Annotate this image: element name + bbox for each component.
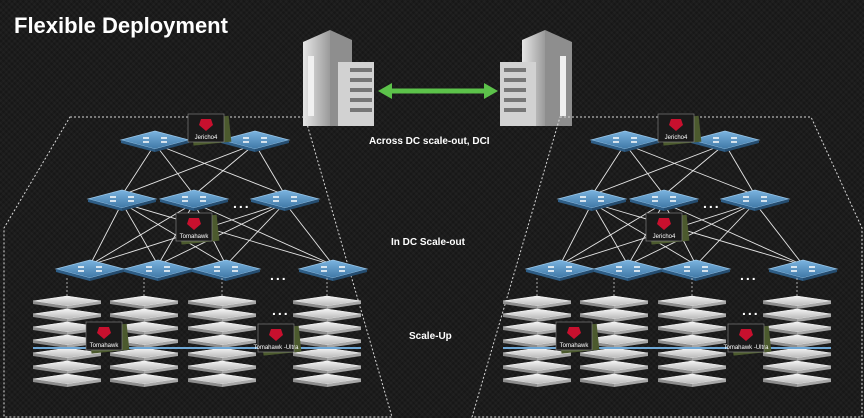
chip-label: Tomahawk -Ultra bbox=[723, 345, 769, 351]
chip-icon: Tomahawk bbox=[555, 321, 600, 354]
switch-icon bbox=[190, 259, 262, 281]
chip-icon: Tomahawk -Ultra bbox=[253, 323, 302, 356]
switch-icon bbox=[589, 130, 661, 152]
double-arrow-icon bbox=[378, 83, 498, 99]
chip-label: Tomahawk bbox=[560, 343, 590, 349]
switch-icon bbox=[122, 259, 194, 281]
chip-icon: Tomahawk -Ultra bbox=[723, 323, 772, 356]
switch-icon bbox=[524, 259, 596, 281]
chip-label: Jericho4 bbox=[653, 234, 676, 240]
server-stack-icon bbox=[762, 295, 832, 387]
datacenter-outline-right bbox=[471, 116, 863, 418]
switch-icon bbox=[719, 189, 791, 211]
server-stack-icon bbox=[657, 295, 727, 387]
ellipsis-label: ... bbox=[703, 195, 721, 211]
chip-label: Jericho4 bbox=[195, 135, 218, 141]
datacenter-outline-left bbox=[3, 116, 393, 418]
ellipsis-label: ... bbox=[742, 302, 760, 318]
ellipsis-label: ... bbox=[740, 267, 758, 283]
switch-icon bbox=[219, 130, 291, 152]
switch-icon bbox=[119, 130, 191, 152]
chip-icon: Jericho4 bbox=[645, 212, 690, 245]
label-in-dc: In DC Scale-out bbox=[391, 237, 466, 248]
switch-icon bbox=[628, 189, 700, 211]
chip-label: Tomahawk -Ultra bbox=[253, 345, 299, 351]
chip-label: Tomahawk bbox=[180, 234, 210, 240]
ellipsis-label: ... bbox=[270, 267, 288, 283]
server-stack-icon bbox=[109, 295, 179, 387]
switch-icon bbox=[689, 130, 761, 152]
ellipsis-label: ... bbox=[233, 195, 251, 211]
server-stack-icon bbox=[292, 295, 362, 387]
link-mesh bbox=[559, 143, 804, 266]
chip-label: Jericho4 bbox=[665, 135, 688, 141]
server-stack-icon bbox=[187, 295, 257, 387]
label-scale-up: Scale-Up bbox=[409, 331, 452, 342]
switch-icon bbox=[249, 189, 321, 211]
server-stack-icon bbox=[32, 295, 102, 387]
building-icon-left bbox=[303, 30, 374, 126]
chip-icon: Jericho4 bbox=[187, 113, 232, 146]
building-icon-right bbox=[500, 30, 572, 126]
switch-icon bbox=[297, 259, 369, 281]
label-across-dc: Across DC scale-out, DCI bbox=[369, 136, 490, 147]
switch-icon bbox=[86, 189, 158, 211]
chip-label: Tomahawk bbox=[90, 343, 120, 349]
ellipsis-label: ... bbox=[272, 302, 290, 318]
chip-icon: Tomahawk bbox=[85, 321, 130, 354]
chip-icon: Tomahawk bbox=[175, 212, 220, 245]
switch-icon bbox=[592, 259, 664, 281]
switch-icon bbox=[767, 259, 839, 281]
page-title: Flexible Deployment bbox=[14, 13, 229, 38]
server-stack-icon bbox=[579, 295, 649, 387]
switch-icon bbox=[54, 259, 126, 281]
switch-icon bbox=[660, 259, 732, 281]
switch-icon bbox=[556, 189, 628, 211]
switch-icon bbox=[158, 189, 230, 211]
server-stack-icon bbox=[502, 295, 572, 387]
chip-icon: Jericho4 bbox=[657, 113, 702, 146]
